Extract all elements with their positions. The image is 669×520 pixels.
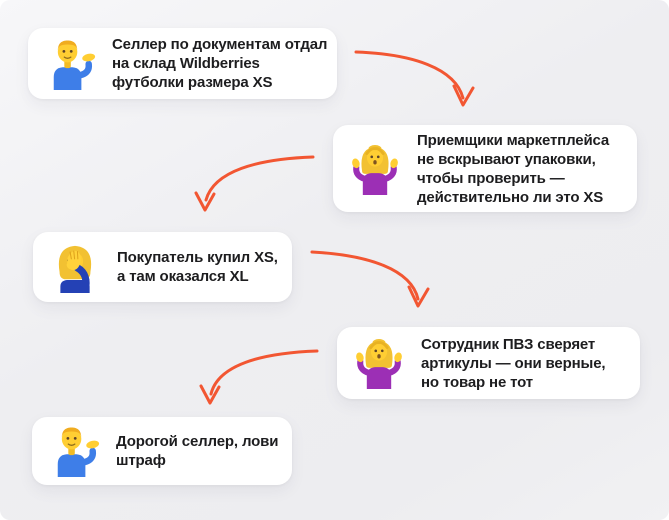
flow-card-1: Селлер по документам отдал на склад Wild… xyxy=(28,28,337,99)
arrow-card2-to-card3 xyxy=(194,155,315,212)
card-text: Дорогой селлер, лови штраф xyxy=(116,433,279,469)
arrow-card1-to-card2 xyxy=(354,50,475,107)
man-tipping-hand-emoji xyxy=(48,425,100,477)
arrow-card3-to-card4 xyxy=(310,250,430,308)
card-text: Приемщики маркетплейса не вскрывают упак… xyxy=(417,131,610,206)
card-text: Селлер по документам отдал на склад Wild… xyxy=(112,36,328,91)
flow-card-2: Приемщики маркетплейса не вскрывают упак… xyxy=(333,125,637,212)
woman-shrugging-emoji xyxy=(349,143,401,195)
flow-card-4: Сотрудник ПВЗ сверяет артикулы — они вер… xyxy=(337,327,640,399)
arrow-card4-to-card5 xyxy=(199,349,319,405)
card-text: Сотрудник ПВЗ сверяет артикулы — они вер… xyxy=(421,335,606,391)
woman-facepalming-emoji xyxy=(49,241,101,293)
flow-card-5: Дорогой селлер, лови штраф xyxy=(32,417,292,485)
woman-shrugging-emoji xyxy=(353,337,405,389)
man-tipping-hand-emoji xyxy=(44,38,96,90)
card-text: Покупатель купил XS, а там оказался XL xyxy=(117,249,278,285)
flow-card-3: Покупатель купил XS, а там оказался XL xyxy=(33,232,292,302)
